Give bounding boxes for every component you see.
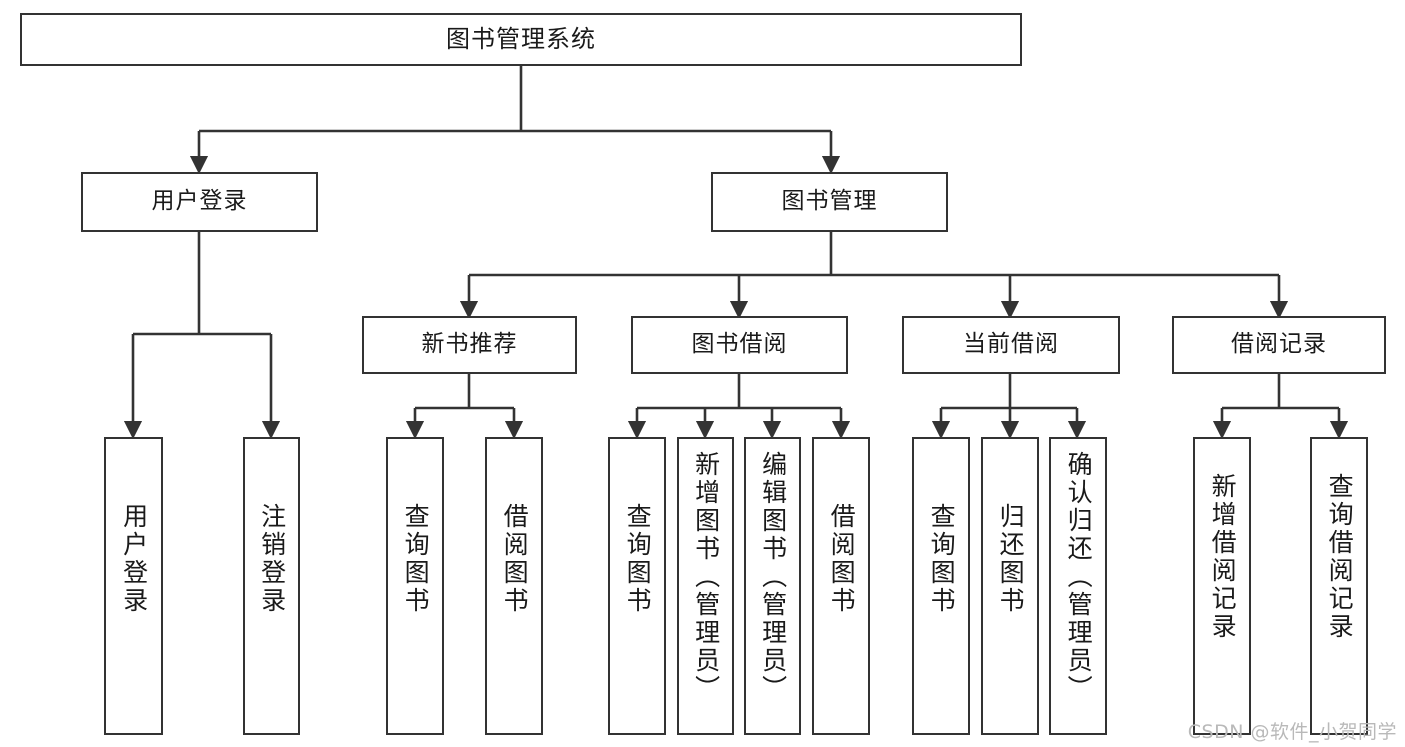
- leaf-current-borrow-1[interactable]: 查询图书: [912, 437, 970, 735]
- node-book-borrow[interactable]: 图书借阅: [631, 316, 848, 374]
- leaf-current-borrow-1-label: 查询图书: [927, 503, 957, 615]
- leaf-new-book-1[interactable]: 查询图书: [386, 437, 444, 735]
- leaf-user-login-1-label: 用户登录: [119, 503, 149, 615]
- leaf-borrow-record-2-label: 查询借阅记录: [1325, 473, 1355, 641]
- leaf-borrow-record-1[interactable]: 新增借阅记录: [1193, 437, 1251, 735]
- leaf-book-borrow-1-label: 查询图书: [623, 503, 653, 615]
- leaf-current-borrow-3-label: 确认归还（管理员）: [1064, 451, 1094, 703]
- node-current-borrow[interactable]: 当前借阅: [902, 316, 1120, 374]
- leaf-new-book-1-label: 查询图书: [401, 503, 431, 615]
- leaf-new-book-2[interactable]: 借阅图书: [485, 437, 543, 735]
- leaf-book-borrow-2-label: 新增图书（管理员）: [691, 451, 721, 703]
- node-book-manage-label: 图书管理: [781, 188, 878, 215]
- leaf-borrow-record-1-label: 新增借阅记录: [1208, 473, 1238, 641]
- node-root[interactable]: 图书管理系统: [20, 13, 1022, 66]
- leaf-user-login-2[interactable]: 注销登录: [243, 437, 300, 735]
- node-borrow-record[interactable]: 借阅记录: [1172, 316, 1386, 374]
- leaf-book-borrow-3[interactable]: 编辑图书（管理员）: [744, 437, 801, 735]
- csdn-watermark: CSDN @软件_小贺同学: [1187, 721, 1397, 743]
- node-current-borrow-label: 当前借阅: [963, 331, 1059, 358]
- leaf-new-book-2-label: 借阅图书: [500, 503, 530, 615]
- leaf-book-borrow-4-label: 借阅图书: [827, 503, 857, 615]
- node-new-book[interactable]: 新书推荐: [362, 316, 577, 374]
- node-user-login-label: 用户登录: [151, 188, 248, 215]
- node-book-borrow-label: 图书借阅: [691, 331, 788, 358]
- node-book-manage[interactable]: 图书管理: [711, 172, 948, 232]
- node-new-book-label: 新书推荐: [421, 331, 518, 358]
- leaf-current-borrow-3[interactable]: 确认归还（管理员）: [1049, 437, 1107, 735]
- leaf-book-borrow-3-label: 编辑图书（管理员）: [758, 451, 788, 703]
- leaf-book-borrow-4[interactable]: 借阅图书: [812, 437, 870, 735]
- leaf-user-login-1[interactable]: 用户登录: [104, 437, 163, 735]
- leaf-current-borrow-2[interactable]: 归还图书: [981, 437, 1039, 735]
- node-user-login[interactable]: 用户登录: [81, 172, 318, 232]
- leaf-borrow-record-2[interactable]: 查询借阅记录: [1310, 437, 1368, 735]
- node-root-label: 图书管理系统: [446, 25, 596, 54]
- leaf-user-login-2-label: 注销登录: [257, 503, 287, 615]
- leaf-current-borrow-2-label: 归还图书: [996, 503, 1026, 615]
- node-borrow-record-label: 借阅记录: [1231, 331, 1327, 358]
- leaf-book-borrow-2[interactable]: 新增图书（管理员）: [677, 437, 734, 735]
- leaf-book-borrow-1[interactable]: 查询图书: [608, 437, 666, 735]
